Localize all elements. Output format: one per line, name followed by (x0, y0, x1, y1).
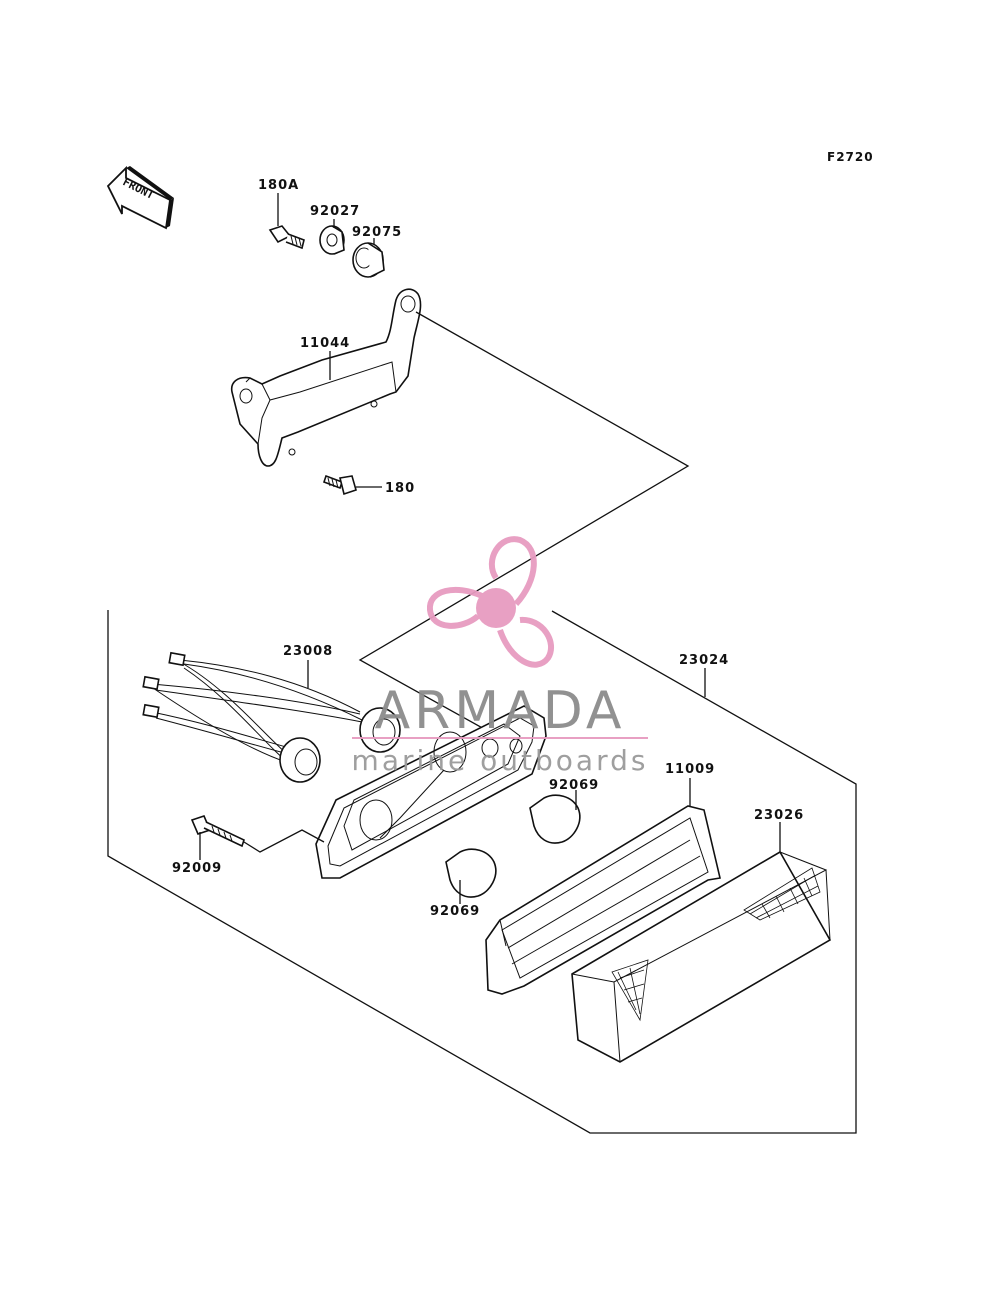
harness-23008 (142, 651, 401, 783)
label-11009: 11009 (665, 762, 715, 777)
label-92027: 92027 (310, 204, 360, 219)
label-23024: 23024 (679, 653, 729, 668)
label-92075: 92075 (352, 225, 402, 240)
screw-92009 (190, 815, 325, 860)
bulb-92069-upper (529, 790, 581, 844)
label-23026: 23026 (754, 808, 804, 823)
leader-bracket (358, 311, 690, 761)
label-23008: 23008 (283, 644, 333, 659)
watermark-brand: ARMADA (375, 681, 626, 741)
bolt-180 (322, 474, 382, 496)
label-92009: 92009 (172, 861, 222, 876)
label-92069-lower: 92069 (430, 904, 480, 919)
label-92069-upper: 92069 (549, 778, 599, 793)
frame-11009 (485, 778, 721, 995)
label-180: 180 (385, 481, 415, 496)
armada-watermark: ARMADA marine outboards (352, 536, 649, 777)
grommet-92075 (352, 238, 385, 278)
bolt-180a (268, 193, 305, 250)
label-180a: 180A (258, 178, 299, 193)
bulb-92069-lower (445, 848, 497, 904)
propeller-logo-icon (427, 536, 555, 668)
collar-92027 (319, 219, 345, 255)
assembly-outline-23024 (107, 610, 857, 1134)
label-11044: 11044 (300, 336, 350, 351)
lens-23026 (571, 822, 832, 1063)
front-arrow-icon: FRONT (106, 165, 174, 230)
lamp-housing (315, 705, 547, 879)
diagram-code: F2720 (827, 150, 874, 164)
bracket-11044 (230, 288, 422, 467)
watermark-tagline: marine outboards (352, 744, 649, 777)
